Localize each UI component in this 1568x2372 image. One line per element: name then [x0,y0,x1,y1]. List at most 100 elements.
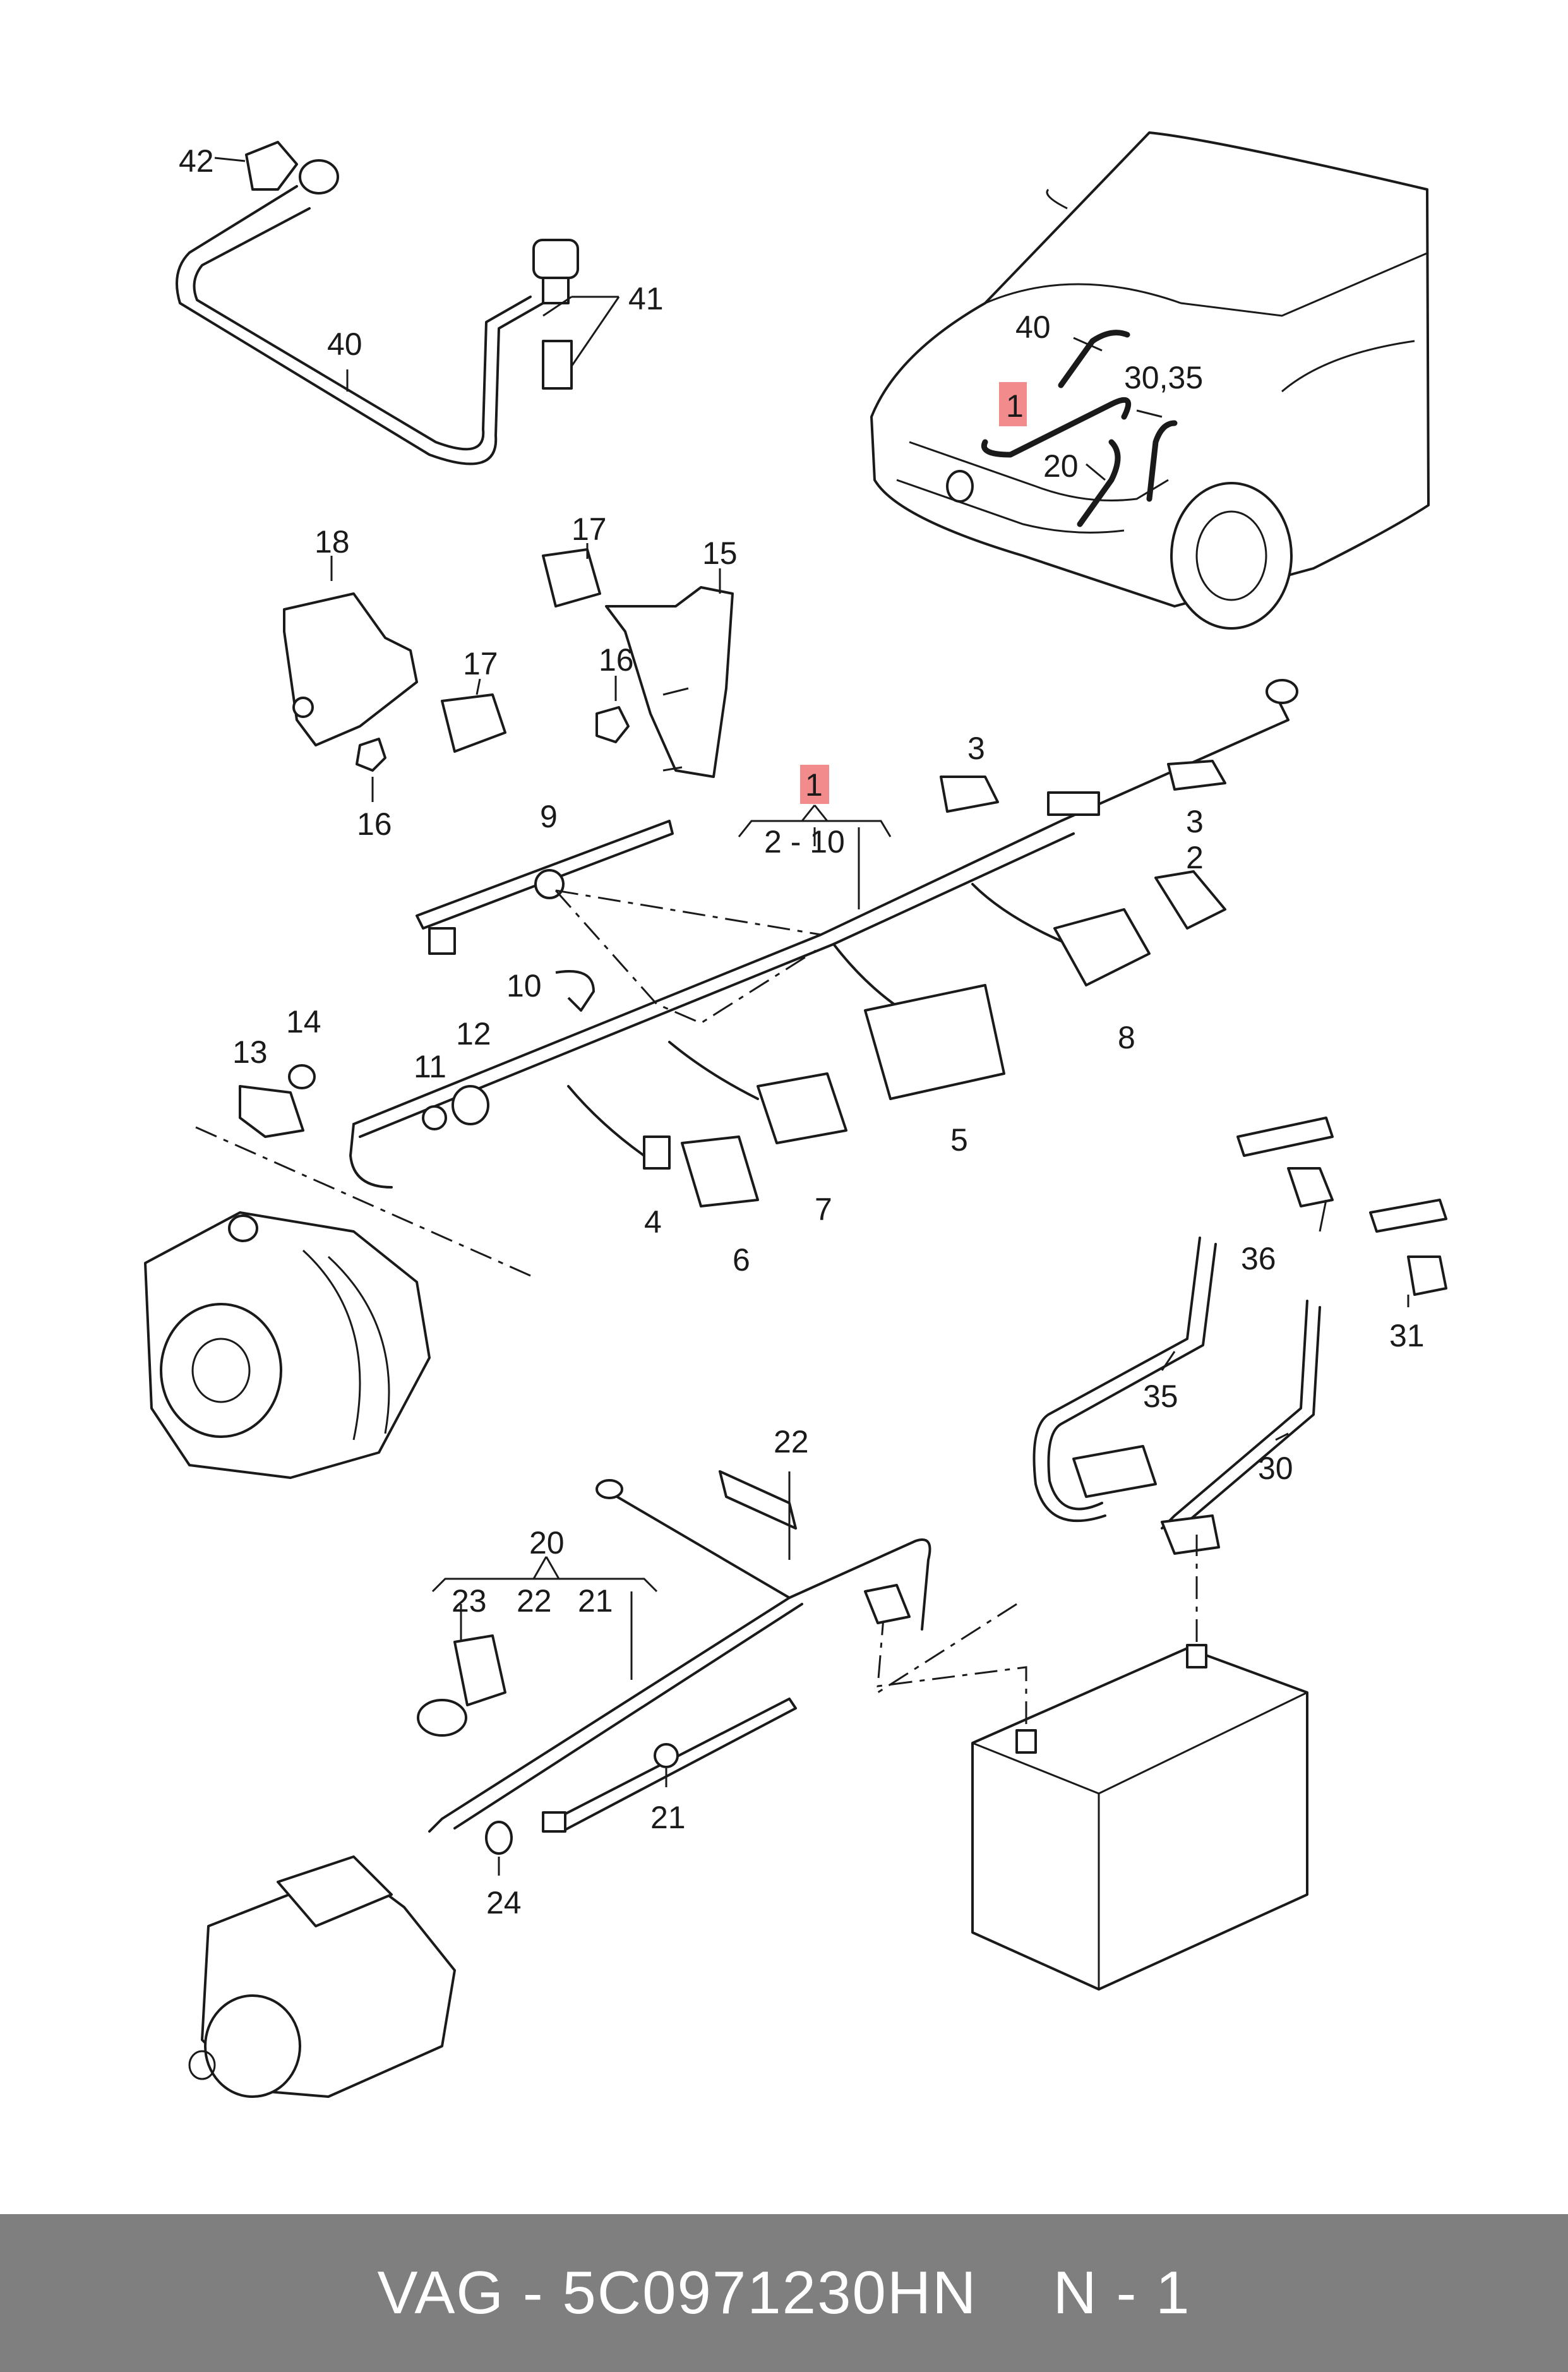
callout-20: 20 [529,1525,565,1560]
car-wheel-icon [1170,482,1293,630]
grommet-12-icon [452,1085,489,1125]
highlight-marker-1 [800,765,829,804]
clamp-13-icon [239,1085,304,1138]
battery-clamp-icon [1072,1445,1157,1498]
callout-35: 35 [1143,1379,1178,1414]
callout-41: 41 [628,281,664,316]
callout-17: 17 [463,646,498,681]
washer-11-icon [422,1105,447,1130]
callout-3-right: 3 [1186,804,1204,839]
connector-7-icon [757,1072,847,1144]
bracket-15-icon [605,586,734,778]
callout-16-right: 16 [599,642,634,678]
clip-2-icon [1154,870,1226,930]
callout-7: 7 [815,1192,832,1227]
bolt-41-head-icon [532,239,579,279]
car-highlight-marker [999,382,1027,426]
car-callout-30-35: 30,35 [1124,360,1203,395]
negative-clamp-icon [1161,1514,1220,1555]
callout-23: 23 [452,1583,487,1619]
connector-5-icon [864,984,1005,1100]
callout-15: 15 [702,536,738,571]
range-bracket-20 [431,1578,658,1593]
part-reference: VAG - 5C0971230HN [377,2259,978,2327]
bolt-41-thread-icon [542,340,573,390]
main-harness [195,679,1298,1277]
starter-motor [188,1855,456,2098]
callout-21: 21 [650,1800,686,1835]
connector-6-icon [681,1135,759,1207]
holder-3b-icon [1167,760,1226,791]
callout-36: 36 [1241,1241,1276,1276]
callout-11: 11 [414,1049,446,1084]
nut-14-icon [288,1064,316,1089]
nut-24-icon [485,1821,513,1855]
car-callout-1: 1 [1006,388,1024,424]
callout-8: 8 [1118,1020,1135,1055]
vehicle-overview [870,131,1430,630]
brackets-group [283,543,734,802]
battery [877,1535,1308,1991]
harness-sleeve-icon [1047,791,1100,816]
nut-42-icon [245,141,298,191]
alternator [144,1211,431,1479]
clip-17b-icon [542,548,601,608]
callout-labels: 42 41 40 18 17 17 15 16 16 9 1 2 - 10 3 … [179,143,1425,1920]
car-body-icon [870,131,1430,608]
holder-23-icon [453,1634,506,1706]
nut-16-icon [356,738,386,772]
clip-10-icon [555,970,595,1012]
callout-24: 24 [486,1885,522,1920]
callout-1: 1 [805,767,823,803]
callout-14: 14 [286,1004,321,1039]
sleeve-4-icon [643,1135,671,1170]
callout-5: 5 [950,1122,968,1158]
sensor-36-icon [1287,1167,1334,1207]
callout-2-10: 2 - 10 [764,824,845,860]
alternator-pulley-icon [160,1303,282,1438]
terminal-30-icon [1369,1199,1447,1233]
connector-20-icon [864,1584,911,1624]
eyelet-20-icon [595,1479,623,1499]
callout-6: 6 [733,1242,750,1278]
ground-strap-assembly [176,141,620,465]
car-callout-40: 40 [1015,309,1051,345]
callout-42: 42 [179,143,214,179]
callout-16-left: 16 [357,806,392,842]
callout-4: 4 [644,1204,662,1240]
starter-solenoid-icon [277,1855,393,1927]
exploded-parts-diagram: 42 41 40 18 17 17 15 16 16 9 1 2 - 10 3 … [144,131,1447,2098]
battery-body-icon [971,1647,1308,1991]
callout-12: 12 [456,1016,491,1051]
terminal-35-icon [1236,1117,1334,1157]
bracket-18-icon [283,592,418,746]
connector-8-icon [1053,908,1151,986]
battery-cables [1032,1117,1447,1555]
car-badge-icon [946,470,974,503]
starter-pinion-icon [204,1994,301,2098]
callout-17-top: 17 [572,512,607,547]
callout-9: 9 [540,799,558,834]
callout-22-bracket: 22 [517,1583,552,1619]
callout-31: 31 [1389,1318,1425,1353]
harness-eyelet-icon [1266,679,1298,704]
holder-3-icon [940,776,999,813]
callout-10: 10 [506,968,542,1003]
quantity-label: N - 1 [1053,2259,1191,2327]
sensor-23-icon [417,1699,467,1737]
battery-terminal-neg-icon [1015,1729,1037,1754]
callout-22-top: 22 [774,1424,809,1459]
footer-bar: VAG - 5C0971230HN N - 1 [0,2214,1568,2372]
cable-tie-22-icon [719,1470,797,1530]
nut-16b-icon [595,706,630,743]
callout-21-bracket: 21 [578,1583,613,1619]
battery-terminal-pos-icon [1186,1644,1207,1668]
callout-40: 40 [327,326,362,362]
callout-30: 30 [1258,1451,1293,1486]
range-bracket-2-10 [738,820,892,837]
clip-17-icon [441,693,506,753]
starter-harness [417,1470,931,1876]
callout-13: 13 [232,1034,268,1070]
tie-head-icon [428,927,456,955]
